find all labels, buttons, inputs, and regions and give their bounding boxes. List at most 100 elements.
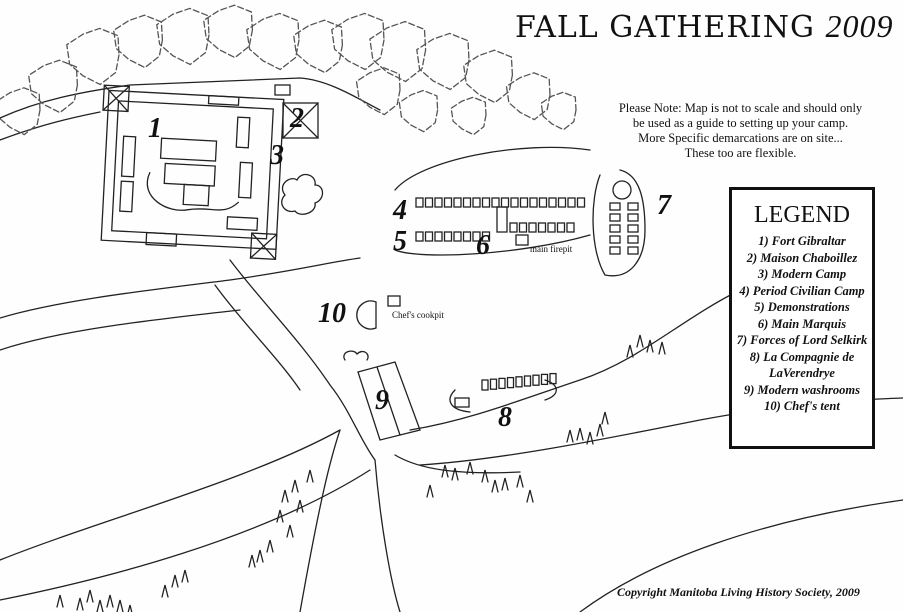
- tent: [415, 231, 424, 242]
- legend-item: 6) Main Marquis: [757, 316, 847, 331]
- tent: [481, 379, 489, 391]
- tent: [443, 197, 453, 208]
- tent: [566, 222, 575, 233]
- conifer-icon: [306, 469, 314, 483]
- conifer-icon: [127, 604, 133, 612]
- tent: [557, 197, 567, 208]
- conifer-icon: [248, 554, 256, 568]
- tent: [567, 197, 576, 208]
- washroom-building: [343, 350, 421, 441]
- main-firepit-marker: [515, 234, 529, 246]
- conifer-icon: [451, 467, 459, 481]
- tent: [627, 246, 639, 255]
- tree-cluster: [462, 49, 514, 104]
- conifer-icon: [441, 464, 449, 478]
- tree-cluster: [505, 72, 551, 121]
- tent: [498, 377, 506, 390]
- maison-chaboillez-drawing: [274, 84, 319, 139]
- selkirk-firepit: [612, 180, 632, 200]
- conifer-icon: [106, 594, 114, 608]
- legend-box: LEGEND 1) Fort Gibraltar 2) Maison Chabo…: [729, 187, 875, 449]
- tent: [523, 375, 532, 387]
- marker-9: 9: [375, 385, 389, 416]
- fort-gibraltar-drawing: [100, 84, 285, 261]
- tent: [627, 224, 639, 233]
- tent: [500, 197, 510, 208]
- tree-cluster: [246, 12, 300, 71]
- legend-item: 9) Modern washrooms: [744, 382, 860, 397]
- conifer-icon: [256, 549, 264, 563]
- conifer-icon: [181, 569, 189, 583]
- tent: [627, 235, 639, 244]
- legend-item: 1) Fort Gibraltar: [758, 234, 846, 248]
- note-line: Please Note: Map is not to scale and sho…: [618, 101, 863, 115]
- marker-3: 3: [270, 140, 284, 171]
- title-text: FALL GATHERING: [515, 10, 815, 45]
- conifer-icon: [516, 474, 524, 488]
- legend-item: 8) La Compagnie de: [749, 349, 855, 364]
- tent: [548, 197, 557, 208]
- tent: [609, 246, 621, 255]
- tree-cluster: [355, 67, 401, 116]
- bastion: [249, 232, 278, 261]
- tent: [453, 197, 462, 208]
- marker-8: 8: [498, 402, 512, 433]
- tent: [609, 235, 621, 244]
- conifer-icon: [596, 423, 604, 437]
- cookpit-marker: [387, 295, 401, 307]
- tent: [529, 197, 538, 208]
- conifer-icon: [586, 431, 594, 445]
- conifer-icon: [171, 574, 179, 588]
- legend-item: 5) Demonstrations: [754, 300, 850, 314]
- tent: [510, 197, 519, 208]
- conifer-icon: [96, 599, 104, 612]
- title-year: 2009: [825, 8, 894, 44]
- marker-1: 1: [148, 113, 162, 144]
- conifer-icon: [291, 479, 299, 493]
- tree-cluster: [202, 4, 254, 59]
- marker-4: 4: [393, 195, 407, 226]
- tent: [509, 222, 518, 233]
- tent: [609, 224, 621, 233]
- tent: [472, 231, 481, 242]
- tree-cluster: [369, 20, 427, 83]
- tent: [627, 202, 639, 211]
- tent: [609, 202, 621, 211]
- tent: [519, 197, 529, 208]
- conifer-icon: [491, 479, 499, 493]
- conifer-icon: [266, 539, 274, 553]
- tent: [491, 197, 500, 208]
- tent: [515, 376, 523, 388]
- marker-6: 6: [476, 230, 490, 261]
- conifer-icon: [526, 489, 534, 503]
- tent: [434, 231, 443, 242]
- tree-cluster: [0, 87, 41, 136]
- tree-cluster: [416, 32, 470, 91]
- tent: [609, 213, 621, 222]
- tent: [532, 374, 540, 386]
- tent: [453, 231, 462, 242]
- chefs-tent-drawing: [356, 300, 377, 330]
- note-line: be used as a guide to setting up your ca…: [632, 116, 849, 130]
- legend-item: 3) Modern Camp: [757, 267, 847, 281]
- tent: [506, 376, 515, 389]
- tent: [528, 222, 537, 233]
- conifer-icon: [161, 584, 169, 598]
- conifer-icon: [286, 524, 294, 538]
- tree-cluster: [292, 19, 344, 74]
- legend-heading: LEGEND: [754, 202, 850, 228]
- copyright: Copyright Manitoba Living History Societ…: [617, 585, 860, 599]
- conifer-icon: [601, 411, 609, 425]
- tent: [547, 222, 556, 233]
- tent: [462, 197, 472, 208]
- conifer-icon: [481, 469, 489, 483]
- main-marquis-tent: [496, 206, 508, 233]
- map-title: FALL GATHERING 2009: [515, 8, 894, 45]
- note-line: These too are flexible.: [684, 146, 797, 160]
- tent: [538, 197, 548, 208]
- tree-cluster: [27, 59, 79, 114]
- bastion: [102, 84, 130, 113]
- legend-item: LaVerendrye: [769, 366, 835, 380]
